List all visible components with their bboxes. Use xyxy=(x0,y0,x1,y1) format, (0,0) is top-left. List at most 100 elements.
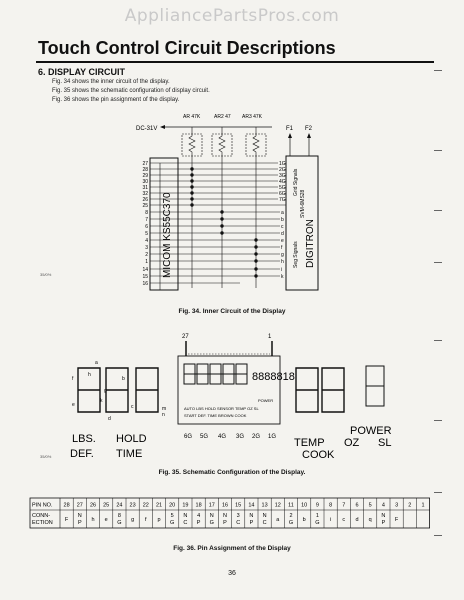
description-line-3: Fig. 36 shows the pin assignment of the … xyxy=(52,97,180,103)
pin-number-cell: 20 xyxy=(169,503,175,509)
label-temp: TEMP xyxy=(294,437,325,449)
connection-cell: b xyxy=(303,517,306,523)
connection-cell: q xyxy=(369,517,372,523)
pin-number-cell: 2 xyxy=(408,503,411,509)
connection-cell: P xyxy=(382,520,386,526)
connection-cell: N xyxy=(263,513,267,519)
connection-cell: P xyxy=(78,520,82,526)
svg-text:1: 1 xyxy=(145,259,148,265)
grid-label-2g: 2G xyxy=(252,434,260,440)
pin-number-cell: 18 xyxy=(196,503,202,509)
connection-cell: C xyxy=(236,520,240,526)
svg-text:i: i xyxy=(281,267,282,273)
svg-text:7: 7 xyxy=(145,217,148,223)
pin-number-cell: 16 xyxy=(222,503,228,509)
filament-label-2: F2 xyxy=(305,126,313,132)
seg-letter-e: e xyxy=(72,402,75,408)
svg-text:14: 14 xyxy=(142,267,148,273)
pin-number-cell: 17 xyxy=(209,503,215,509)
connection-cell: F xyxy=(395,517,399,523)
svg-text:a: a xyxy=(281,210,284,216)
pin-number-cell: 12 xyxy=(275,503,281,509)
pin-number-cell: 28 xyxy=(64,503,70,509)
pin-number-cell: 1 xyxy=(421,503,424,509)
fig36-caption: Fig. 36. Pin Assignment of the Display xyxy=(173,545,291,552)
svg-text:2: 2 xyxy=(145,252,148,258)
description-line-1: Fig. 34 shows the inner circuit of the d… xyxy=(52,79,170,85)
schematic-config-diagram: 27 1 8888818 POWER AUTO LBS HOLD SENSOR … xyxy=(40,334,392,461)
seg-letter-h: h xyxy=(88,372,91,378)
connection-cell: 2 xyxy=(289,513,292,519)
connection-row-header: CONN- xyxy=(32,513,50,519)
connection-cell: C xyxy=(183,520,187,526)
pin-number-cell: 19 xyxy=(182,503,188,509)
margin-tick xyxy=(434,340,442,341)
margin-tick xyxy=(434,70,442,71)
resistor-label-3: AR3 47K xyxy=(242,114,263,120)
description-line-2: Fig. 35 shows the schematic configuratio… xyxy=(52,88,210,94)
svg-text:1G: 1G xyxy=(279,161,286,167)
svg-text:4: 4 xyxy=(145,238,148,244)
seg-letter-k: k xyxy=(100,398,103,404)
label-hold: HOLD xyxy=(116,433,147,445)
svg-text:32: 32 xyxy=(142,191,148,197)
svg-text:8: 8 xyxy=(145,210,148,216)
seg-letter-c: c xyxy=(131,404,134,410)
title-rule xyxy=(36,61,434,63)
grid-label-6g: 6G xyxy=(184,434,192,440)
seg-letter-b: b xyxy=(122,376,125,382)
svg-text:6G: 6G xyxy=(279,191,286,197)
svg-text:4G: 4G xyxy=(279,179,286,185)
connection-cell: N xyxy=(223,513,227,519)
label-def: DEF. xyxy=(70,448,94,460)
connection-cell: h xyxy=(91,517,94,523)
resistor-label-1: AR 47K xyxy=(183,114,201,120)
lcd-power-label: POWER xyxy=(258,398,273,403)
grid-signals-label: Grid Signals xyxy=(293,168,299,196)
grid-label-3g: 3G xyxy=(236,434,244,440)
svg-text:g: g xyxy=(281,252,284,258)
svg-text:26: 26 xyxy=(142,197,148,203)
top-pin-27: 27 xyxy=(182,334,189,340)
svg-text:h: h xyxy=(281,259,284,265)
seg-letter-m: m xyxy=(162,406,166,412)
pin-number-cell: 25 xyxy=(103,503,109,509)
pin-number-cell: 27 xyxy=(77,503,83,509)
seg-letter-n: n xyxy=(162,412,165,418)
svg-text:15: 15 xyxy=(142,274,148,280)
micom-pin-labels: 27 28 29 30 31 32 26 25 8 7 6 5 4 3 2 1 … xyxy=(142,161,148,287)
grid-label-5g: 5G xyxy=(200,434,208,440)
connection-cell: P xyxy=(223,520,227,526)
label-sl: SL xyxy=(378,437,391,449)
connection-cell: N xyxy=(249,513,253,519)
grid-label-1g: 1G xyxy=(268,434,276,440)
connection-cell: e xyxy=(105,517,108,523)
label-oz: OZ xyxy=(344,437,360,449)
micom-label: MICOM KS55C370 xyxy=(162,192,173,278)
svg-text:7G: 7G xyxy=(279,197,286,203)
pin-number-cell: 7 xyxy=(342,503,345,509)
digitron-pin-labels: 1G 2G 3G 4G 5G 6G 7G a b c d e f g h i k xyxy=(279,161,286,280)
margin-tick xyxy=(434,150,442,151)
page-title: Touch Control Circuit Descriptions xyxy=(38,38,336,58)
svg-text:k: k xyxy=(281,274,284,280)
section-heading: 6. DISPLAY CIRCUIT xyxy=(38,67,126,77)
pin-row-header: PIN NO. xyxy=(32,503,53,509)
margin-tick xyxy=(434,492,442,493)
svg-text:d: d xyxy=(281,231,284,237)
label-cook: COOK xyxy=(302,449,335,461)
svg-text:e: e xyxy=(281,238,284,244)
connection-cell: G xyxy=(315,520,319,526)
svg-text:29: 29 xyxy=(142,173,148,179)
connection-cell: N xyxy=(183,513,187,519)
page-number: 36 xyxy=(228,570,236,577)
connection-cell: G xyxy=(117,520,121,526)
pin-number-cell: 10 xyxy=(301,503,307,509)
pin-number-cell: 5 xyxy=(369,503,372,509)
watermark: AppliancePartsPros.com xyxy=(124,6,340,26)
pin-number-cell: 4 xyxy=(382,503,385,509)
connection-cell: d xyxy=(355,517,358,523)
connection-cell: f xyxy=(145,517,147,523)
pin-number-cell: 3 xyxy=(395,503,398,509)
pin-number-cell: 24 xyxy=(116,503,122,509)
